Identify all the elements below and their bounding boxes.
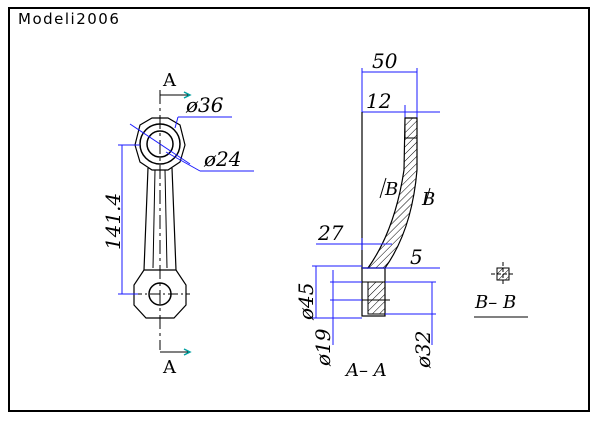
leader-d36-k: [174, 116, 179, 129]
model-title: Modeli2006: [18, 10, 121, 28]
big-end-outer-circle: [139, 123, 181, 165]
dim-12: 12: [366, 89, 391, 113]
dim-27: 27: [317, 221, 344, 245]
section-aa-view: 50 12 B B 27: [294, 49, 440, 381]
section-aa-label: A– A: [344, 360, 387, 381]
big-end-outline: [134, 117, 186, 171]
section-label-b-left: B: [384, 179, 398, 200]
dim-d24: ø24: [203, 147, 242, 171]
dim-d32: ø32: [411, 331, 435, 370]
section-label-a-top: A: [162, 70, 177, 91]
b-mark-left: [379, 177, 387, 199]
dim-d45: ø45: [294, 283, 318, 322]
arrow-marker-top: [183, 91, 192, 99]
hub-hatch: [367, 281, 386, 315]
dim-141: 141.4: [101, 193, 125, 250]
dim-d36: ø36: [185, 93, 224, 117]
front-view: A A 141.4 ø36 ø24: [101, 70, 254, 378]
drawing-frame: [8, 7, 590, 412]
shank-rib: [152, 169, 168, 269]
small-end-outline: [133, 269, 187, 319]
section-bb-label: B– B: [474, 292, 516, 313]
section-label-b-right: B: [421, 189, 435, 210]
dim-50: 50: [372, 49, 398, 73]
arrow-marker-bottom: [183, 348, 192, 356]
leader-d24: [165, 151, 201, 172]
section-bb-view: B– B: [474, 262, 528, 318]
section-label-a-bottom: A: [162, 357, 177, 378]
dim-d19: ø19: [311, 328, 335, 367]
top-boss: [404, 117, 418, 139]
b-mark-right: [424, 187, 431, 206]
big-end-inner-circle: [146, 130, 174, 158]
dim-5: 5: [410, 245, 423, 269]
leader-d36: [129, 123, 191, 165]
shank-outline: [143, 167, 177, 271]
section-left-edge: [361, 112, 368, 269]
